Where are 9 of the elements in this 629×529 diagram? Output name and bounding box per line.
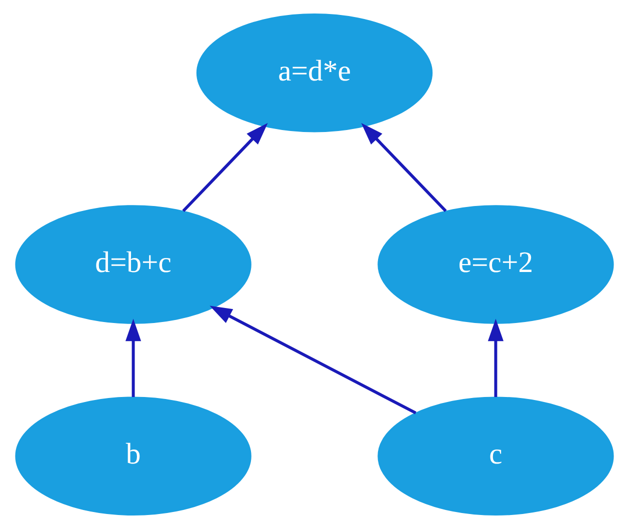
arrow: [488, 318, 504, 397]
arrow: [125, 318, 142, 397]
arrow: [361, 123, 447, 212]
arrow: [210, 306, 416, 414]
node-ellipse: b: [15, 396, 252, 516]
node-ellipse: c: [378, 396, 614, 516]
node-ellipse: a=d*e: [196, 13, 433, 132]
node-ellipse: e=c+2: [378, 205, 614, 324]
arrow: [182, 123, 268, 212]
